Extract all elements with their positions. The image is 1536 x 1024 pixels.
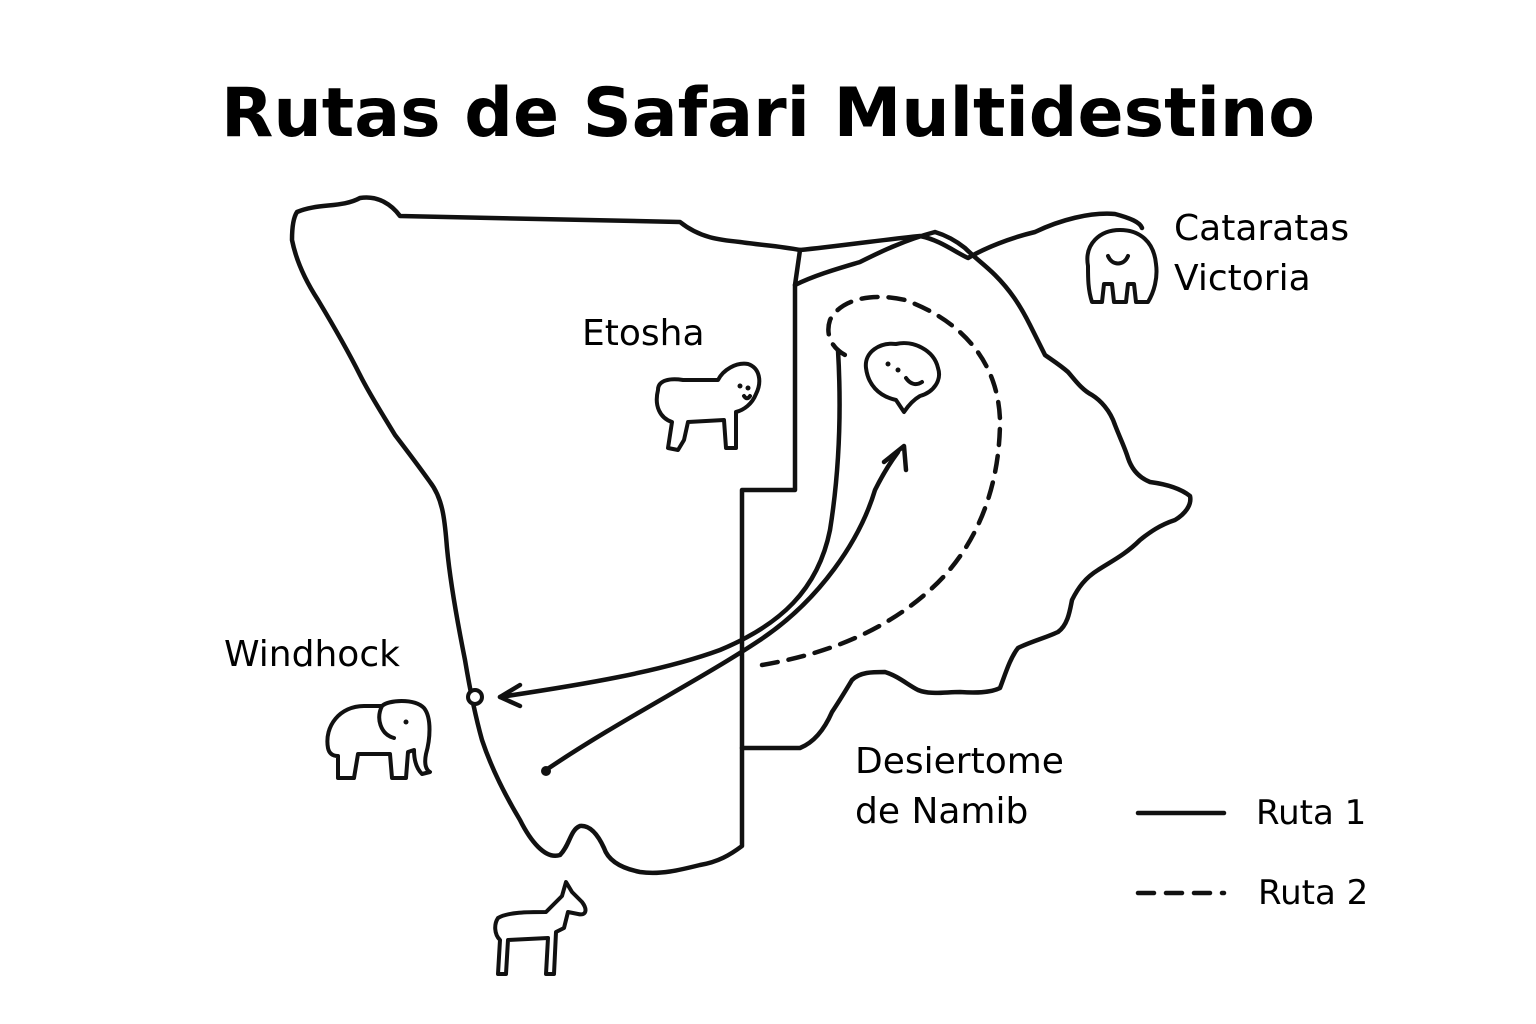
namib-label-line1: Desiertome (855, 741, 1064, 782)
windhock-label: Windhock (224, 634, 400, 675)
legend-route-1-label: Ruta 1 (1256, 793, 1366, 833)
etosha-label: Etosha (582, 313, 705, 354)
antelope-icon (493, 880, 588, 976)
route-2-path (759, 294, 1003, 668)
lion-head-icon (863, 341, 941, 414)
botswana-outline (739, 229, 1193, 751)
namibia-outline (289, 195, 803, 876)
route-1-arrowhead-west (497, 682, 523, 709)
legend-route-2-label: Ruta 2 (1258, 873, 1368, 913)
route-1-arrowhead-north (881, 443, 909, 473)
north-strip-outline (797, 211, 1145, 261)
map-title: Rutas de Safari Multidestino (221, 74, 1315, 153)
route-1-path (543, 449, 901, 773)
legend: Ruta 1 Ruta 2 (1135, 793, 1368, 913)
hippo-icon (1085, 228, 1159, 304)
lion-icon (654, 361, 762, 452)
namib-label-line2: de Namib (855, 791, 1028, 832)
route-start-marker (541, 766, 551, 776)
windhock-marker (466, 688, 484, 706)
elephant-icon (325, 699, 432, 780)
route-1-return-path (497, 347, 842, 700)
victoria-label-line2: Victoria (1174, 258, 1311, 299)
victoria-label-line1: Cataratas (1174, 208, 1349, 249)
